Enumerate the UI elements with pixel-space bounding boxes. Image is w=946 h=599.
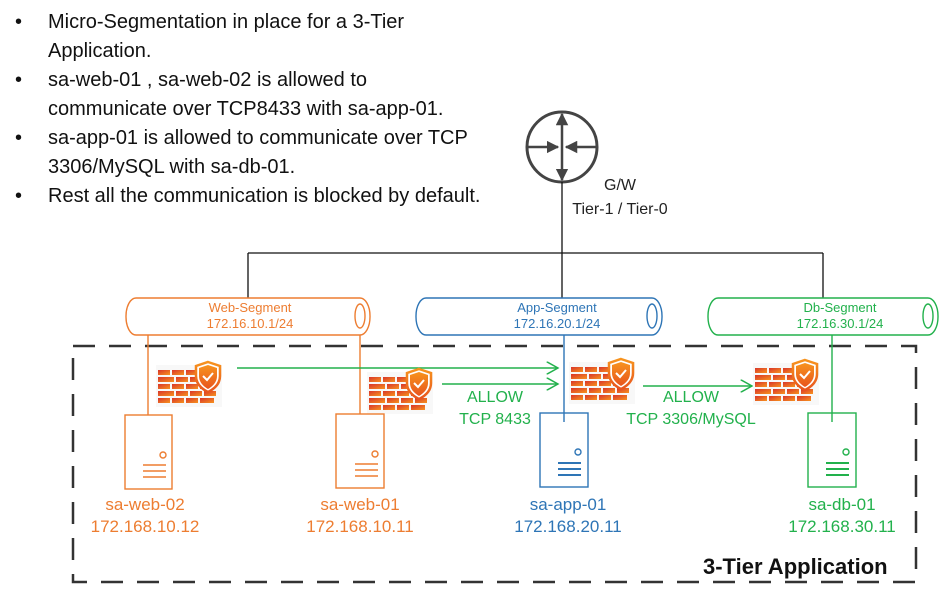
firewall-icon xyxy=(154,360,224,409)
bullet-icon: • xyxy=(15,11,23,33)
segment-name: App-Segment xyxy=(517,300,597,315)
bullet-icon: • xyxy=(15,185,23,207)
server-icon xyxy=(807,412,857,488)
server-icon xyxy=(335,413,385,489)
firewall-icon xyxy=(365,367,435,416)
requirements-list: •Micro-Segmentation in place for a 3-Tie… xyxy=(10,8,490,211)
host-name: sa-db-01 xyxy=(808,495,876,514)
segment-db: Db-Segment 172.16.30.1/24 xyxy=(755,300,925,332)
segment-pipe-app xyxy=(415,297,663,336)
segment-app: App-Segment 172.16.20.1/24 xyxy=(472,300,642,332)
bullet-icon: • xyxy=(15,127,23,149)
rule-protocol: TCP 3306/MySQL xyxy=(626,411,756,428)
requirement-item: •Rest all the communication is blocked b… xyxy=(10,182,490,211)
host-ip: 172.168.10.11 xyxy=(306,517,414,536)
host-ip: 172.168.10.12 xyxy=(90,517,200,536)
rule-action: ALLOW xyxy=(466,389,523,406)
bullet-icon: • xyxy=(15,69,23,91)
uplink-lines xyxy=(247,182,824,298)
server-icon xyxy=(124,414,173,490)
group-title: 3-Tier Application xyxy=(700,554,891,580)
host-name: sa-web-02 xyxy=(105,495,185,514)
requirement-item: •sa-web-01 , sa-web-02 is allowed to com… xyxy=(10,66,490,124)
requirement-item: •sa-app-01 is allowed to communicate ove… xyxy=(10,124,490,182)
gateway-label: G/W Tier-1 / Tier-0 xyxy=(560,174,680,222)
segment-cidr: 172.16.20.1/24 xyxy=(513,316,601,331)
router-icon xyxy=(525,110,599,184)
allow-flow-arrows xyxy=(237,368,752,386)
requirement-item: •Micro-Segmentation in place for a 3-Tie… xyxy=(10,8,490,66)
host-ip: 172.168.20.11 xyxy=(514,517,622,536)
host-name: sa-web-01 xyxy=(320,495,400,514)
gateway-title: G/W xyxy=(604,177,636,194)
segment-pipe-web xyxy=(125,297,371,336)
rule-action: ALLOW xyxy=(662,389,719,406)
segment-cidr: 172.16.10.1/24 xyxy=(206,316,294,331)
rule-protocol: TCP 8433 xyxy=(459,411,531,428)
host-sa-web-02: sa-web-02 172.168.10.12 xyxy=(75,494,215,538)
gateway-subtitle: Tier-1 / Tier-0 xyxy=(572,201,668,218)
host-links xyxy=(147,335,833,424)
segment-cidr: 172.16.30.1/24 xyxy=(796,316,884,331)
rule-app-to-db: ALLOW TCP 3306/MySQL xyxy=(611,387,771,431)
segment-pipe-db xyxy=(707,297,939,336)
host-ip: 172.168.30.11 xyxy=(788,517,896,536)
host-sa-app-01: sa-app-01 172.168.20.11 xyxy=(498,494,638,538)
server-icon xyxy=(539,412,589,488)
segment-web: Web-Segment 172.16.10.1/24 xyxy=(165,300,335,332)
host-name: sa-app-01 xyxy=(529,495,607,514)
host-sa-db-01: sa-db-01 172.168.30.11 xyxy=(772,494,912,538)
segment-name: Db-Segment xyxy=(803,300,877,315)
host-sa-web-01: sa-web-01 172.168.10.11 xyxy=(290,494,430,538)
segment-name: Web-Segment xyxy=(208,300,292,315)
rule-web-to-app: ALLOW TCP 8433 xyxy=(440,387,550,431)
